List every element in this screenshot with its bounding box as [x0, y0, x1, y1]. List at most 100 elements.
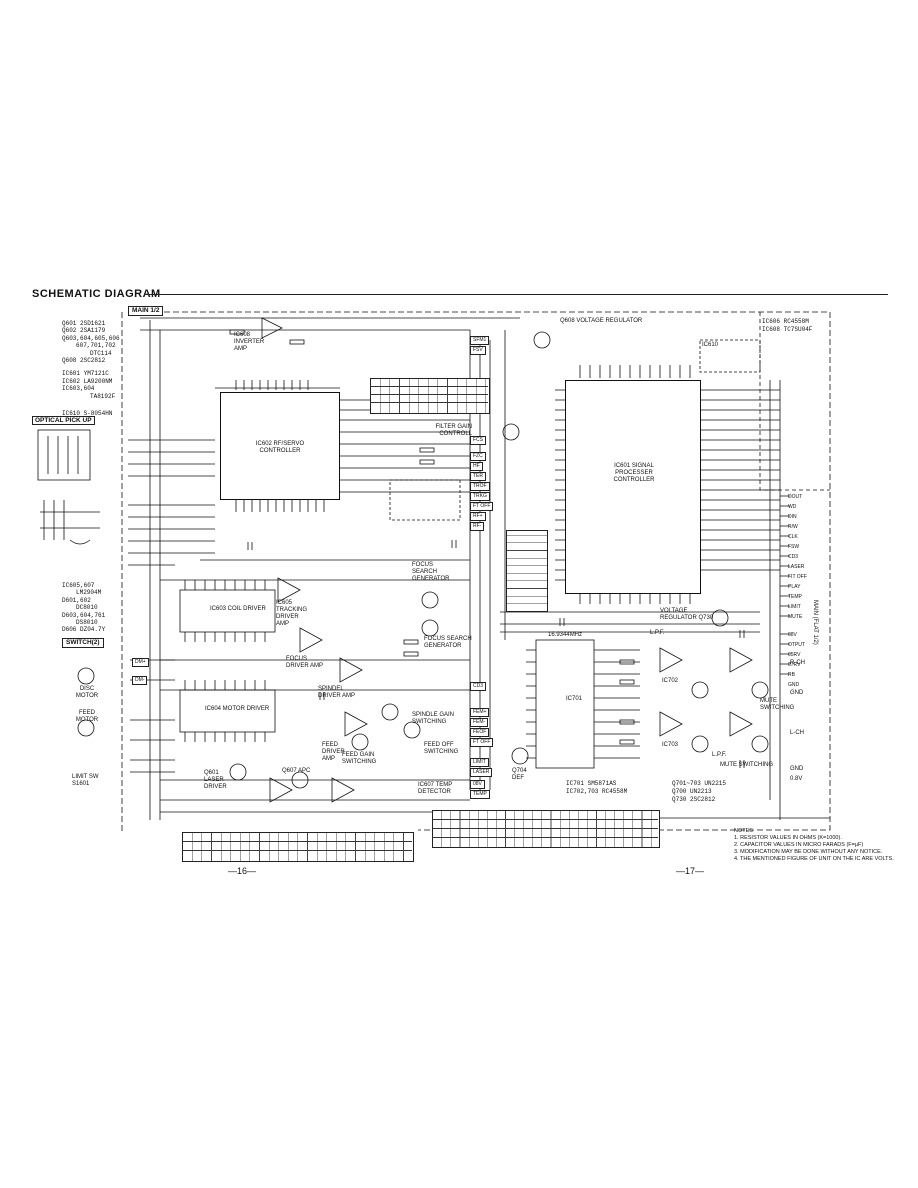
signal-tag: FEM+ [470, 708, 490, 717]
signal-terminal: DIN [788, 514, 797, 520]
pin-voltage-table-ic601 [506, 530, 548, 612]
part-line: Q603,604,605,606 [62, 334, 120, 342]
table-rule [432, 819, 658, 820]
ic608-label: IC608 INVERTER AMP [234, 332, 265, 352]
feed-gain-label: FEED GAIN SWITCHING [342, 752, 377, 765]
part-line: TA8192F [90, 392, 116, 400]
signal-terminal: CLK [788, 534, 798, 540]
switch-label: SWITCH(2) [62, 638, 104, 648]
signal-tag: FSV [470, 346, 486, 355]
title-rule [144, 294, 888, 295]
ic602-label: IC602 RF/SERVO CONTROLLER [255, 441, 305, 454]
ic701-label: IC701 [566, 696, 583, 702]
right-connector-label: MAIN (FLAT 1/2) [812, 600, 818, 645]
pin-voltage-table-left [182, 832, 414, 862]
part-line: 607,701,702 [76, 342, 116, 350]
table-rule [182, 841, 412, 842]
right-signal-list: DOUT WD DIN R/W CLK FSW CD3 LASER FIT OF… [788, 492, 807, 690]
signal-tag: 08V [470, 780, 485, 789]
signal-terminal: L-CH [790, 730, 805, 736]
notes-block: NOTES 1. RESISTOR VALUES IN OHMS (K=1000… [734, 828, 894, 863]
voltage-regulator-2-label: VOLTAGE REGULATOR Q730 [660, 608, 714, 621]
lpf2-label: L.P.F. [712, 752, 727, 758]
bottom-parts-right: Q701~703 UN2215 Q700 UN2213 Q730 2SC2812 [672, 780, 726, 804]
signal-terminal: PLAY [788, 584, 801, 590]
signal-tag: SFM1 [470, 336, 490, 345]
signal-terminal: RB [788, 672, 795, 678]
part-line: Q608 2SC2812 [62, 357, 106, 365]
signal-terminal: OTPUT [788, 642, 805, 648]
ic703-label: IC703 [662, 742, 679, 748]
spindle-driver-label: SPINDEL DRIVER AMP [318, 686, 356, 699]
q608-label: Q608 VOLTAGE REGULATOR [560, 318, 643, 324]
laser-driver-label: Q601 LASER DRIVER [204, 770, 227, 790]
signal-terminal: CD3 [788, 554, 799, 560]
part-line: D601,602 [62, 596, 91, 604]
mid-parts-list: IC605,607 LM2904M D601,602 DC8010 D603,6… [62, 582, 105, 634]
signal-terminal: 05RV [788, 652, 801, 658]
feed-motor-label: FEED MOTOR [75, 710, 99, 723]
signal-terminal: DOUT [788, 494, 803, 500]
table-rule [370, 394, 488, 395]
signal-terminal: GND [788, 682, 800, 688]
signal-terminal: GND [790, 690, 804, 696]
part-line: IC601 YM7121C [62, 370, 109, 378]
filter-gain-label: FILTER GAIN CONTROLL [435, 424, 472, 437]
part-line: IC610 S-8054HN [62, 410, 113, 418]
signal-tag: FCS [470, 436, 486, 445]
part-line: IC602 LA9200NM [62, 377, 113, 385]
signal-terminal: FIT OFF [788, 574, 807, 580]
note-item: 2. CAPACITOR VALUES IN MICRO FARADS (F=μ… [734, 842, 864, 848]
signal-tag: RF- [470, 522, 485, 531]
apc-label: Q607 APC [282, 768, 311, 774]
note-item: 1. RESISTOR VALUES IN OHMS (K=1000). [734, 835, 842, 841]
temp-detector-label: IC607 TEMP DETECTOR [418, 782, 453, 795]
def-label: Q704 DEF [512, 768, 527, 781]
table-rule [370, 402, 488, 403]
ic602-block: IC602 RF/SERVO CONTROLLER [220, 392, 340, 500]
signal-terminal: 0.8V [790, 776, 803, 782]
part-line: IC702,703 RC4558M [566, 788, 628, 795]
page-title: SCHEMATIC DIAGRAM [32, 288, 161, 300]
part-line: IC606 RC4558M [762, 318, 809, 325]
table-rule [432, 837, 658, 838]
signal-terminal: GND [790, 766, 804, 772]
signal-tag: FEM- [470, 718, 489, 727]
part-line: D603,604,761 [62, 611, 106, 619]
table-rule [370, 386, 488, 387]
signal-tag: LASER [470, 768, 493, 777]
signal-tag: RF+ [470, 512, 486, 521]
pin-voltage-table-right [432, 810, 660, 848]
ic601-label: IC601 SIGNAL PROCESSER CONTROLLER [613, 463, 655, 483]
focus-driver-label: FOCUS DRIVER AMP [286, 656, 324, 669]
part-line: Q602 2SA1179 [62, 327, 106, 335]
page-number-right: —17— [676, 866, 705, 876]
feed-driver-label: FEED DRIVER AMP [322, 742, 345, 762]
part-line: Q700 UN2213 [672, 788, 712, 795]
part-line: Q601 2SD1621 [62, 320, 106, 327]
signal-terminal: TEMP [788, 594, 802, 600]
part-line: D606 DZ04.7Y [62, 626, 106, 634]
ic610-label: IC610 [702, 342, 719, 348]
part-line: DC8010 [76, 604, 98, 612]
signal-tag: FEOF [470, 728, 490, 737]
note-item: 4. THE MENTIONED FIGURE OF UNIT ON THE I… [734, 856, 894, 862]
part-line: IC605,607 [62, 582, 95, 589]
signal-tag: TER [470, 472, 486, 481]
signal-terminal: WD [788, 504, 797, 510]
notes-title: NOTES [734, 828, 753, 834]
table-rule [182, 850, 412, 851]
mute-switching-2-label: MUTE SWITCHING [720, 762, 773, 768]
disc-motor-label: DISC MOTOR [75, 686, 99, 699]
signal-terminal: LASER [788, 564, 805, 570]
signal-terminal: 08V [788, 632, 797, 638]
signal-tag: TEMP [470, 790, 490, 799]
signal-terminal: FSW [788, 544, 800, 550]
right-ic-parts: IC606 RC4558M IC608 TC7SU04F [762, 318, 812, 334]
signal-terminal: R/W [788, 524, 798, 530]
optical-pickup-label: OPTICAL PICK UP [32, 416, 95, 425]
signal-tag: FT OFF [470, 738, 494, 747]
lpf1-label: L.P.F. [650, 630, 665, 636]
limit-switch-label: LIMIT SW S1601 [72, 774, 99, 787]
